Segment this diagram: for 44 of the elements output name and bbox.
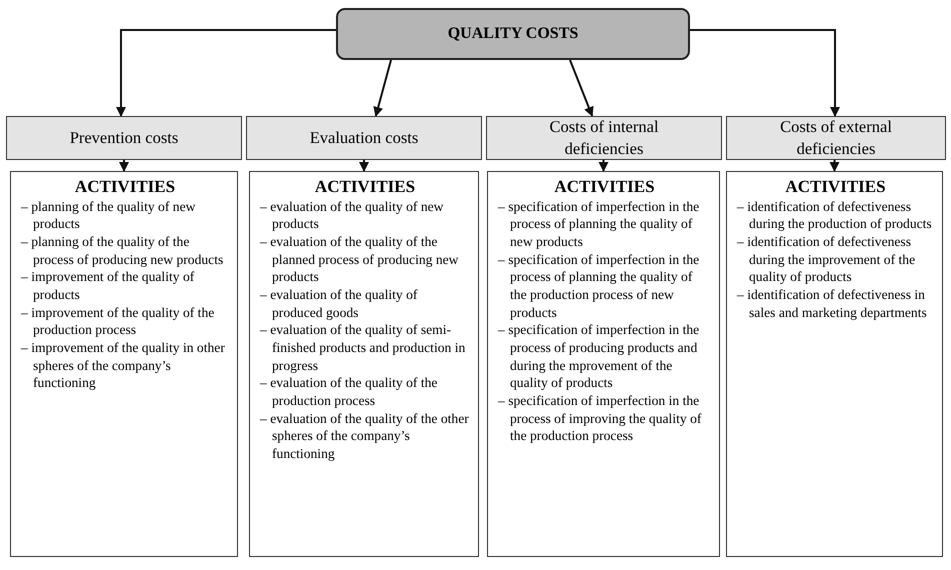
activity-item: – specification of imperfection in the process of planning the quality of the production process of new products: [498, 250, 700, 322]
activity-item: – evaluation of the quality of the planned process of producing new products: [260, 233, 460, 286]
node-label: QUALITY COSTS: [448, 25, 578, 43]
activity-item: – evaluation of the quality of the production process: [260, 374, 438, 410]
category-label: Prevention costs: [70, 126, 178, 149]
activities-box: [487, 171, 720, 557]
activities-box: [726, 171, 943, 557]
activity-item: – identification of defectiveness during the improvement of the quality of products: [737, 233, 916, 286]
category-label: Costs of internal deficiencies: [548, 116, 660, 160]
section-heading: ACTIVITIES: [74, 178, 176, 197]
arrow: [830, 160, 840, 172]
activity-item: – specification of imperfection in the process of producing products and during the mprovement of the quality of products: [498, 321, 700, 392]
activities-box: [249, 171, 479, 557]
activity-item: – identification of defectiveness during the production of products: [737, 198, 933, 234]
activities-box: [10, 171, 238, 557]
category-box: [246, 116, 482, 160]
arrow: [119, 160, 129, 172]
activity-item: – evaluation of the quality of new products: [260, 198, 444, 234]
category-label: Evaluation costs: [310, 126, 418, 149]
activity-item: – improvement of the quality of the production process: [21, 304, 216, 340]
category-box: [726, 116, 946, 160]
category-box: [486, 116, 722, 160]
activity-item: – planning of the quality of the process of producing new products: [21, 233, 224, 268]
activity-item: – planning of the quality of new products: [21, 198, 196, 234]
arrow: [359, 160, 369, 172]
activity-item: – evaluation of the quality of the other spheres of the company’s functioning: [260, 410, 470, 463]
activity-item: – evaluation of the quality of semi-finished products and production in progress: [260, 321, 466, 374]
root-box: [336, 8, 690, 60]
arrow: [373, 60, 392, 117]
activity-item: – improvement of the quality in other spheres of the company’s functioning: [21, 339, 226, 392]
arrow: [690, 29, 840, 117]
section-heading: ACTIVITIES: [314, 178, 416, 197]
activity-item: – specification of imperfection in the process of improving the quality of the production process: [498, 392, 702, 446]
arrow: [116, 29, 336, 117]
section-heading: ACTIVITIES: [553, 178, 656, 197]
arrow: [598, 160, 608, 172]
activity-item: – identification of defectiveness in sales and marketing departments: [737, 286, 928, 322]
category-box: [6, 116, 242, 160]
arrow: [569, 60, 594, 117]
section-heading: ACTIVITIES: [784, 178, 887, 197]
activity-item: – evaluation of the quality of produced goods: [260, 286, 418, 322]
category-label: Costs of external deficiencies: [779, 116, 893, 160]
activity-item: – specification of imperfection in the process of planning the quality of new products: [498, 198, 700, 251]
activity-item: – improvement of the quality of products: [21, 268, 196, 304]
